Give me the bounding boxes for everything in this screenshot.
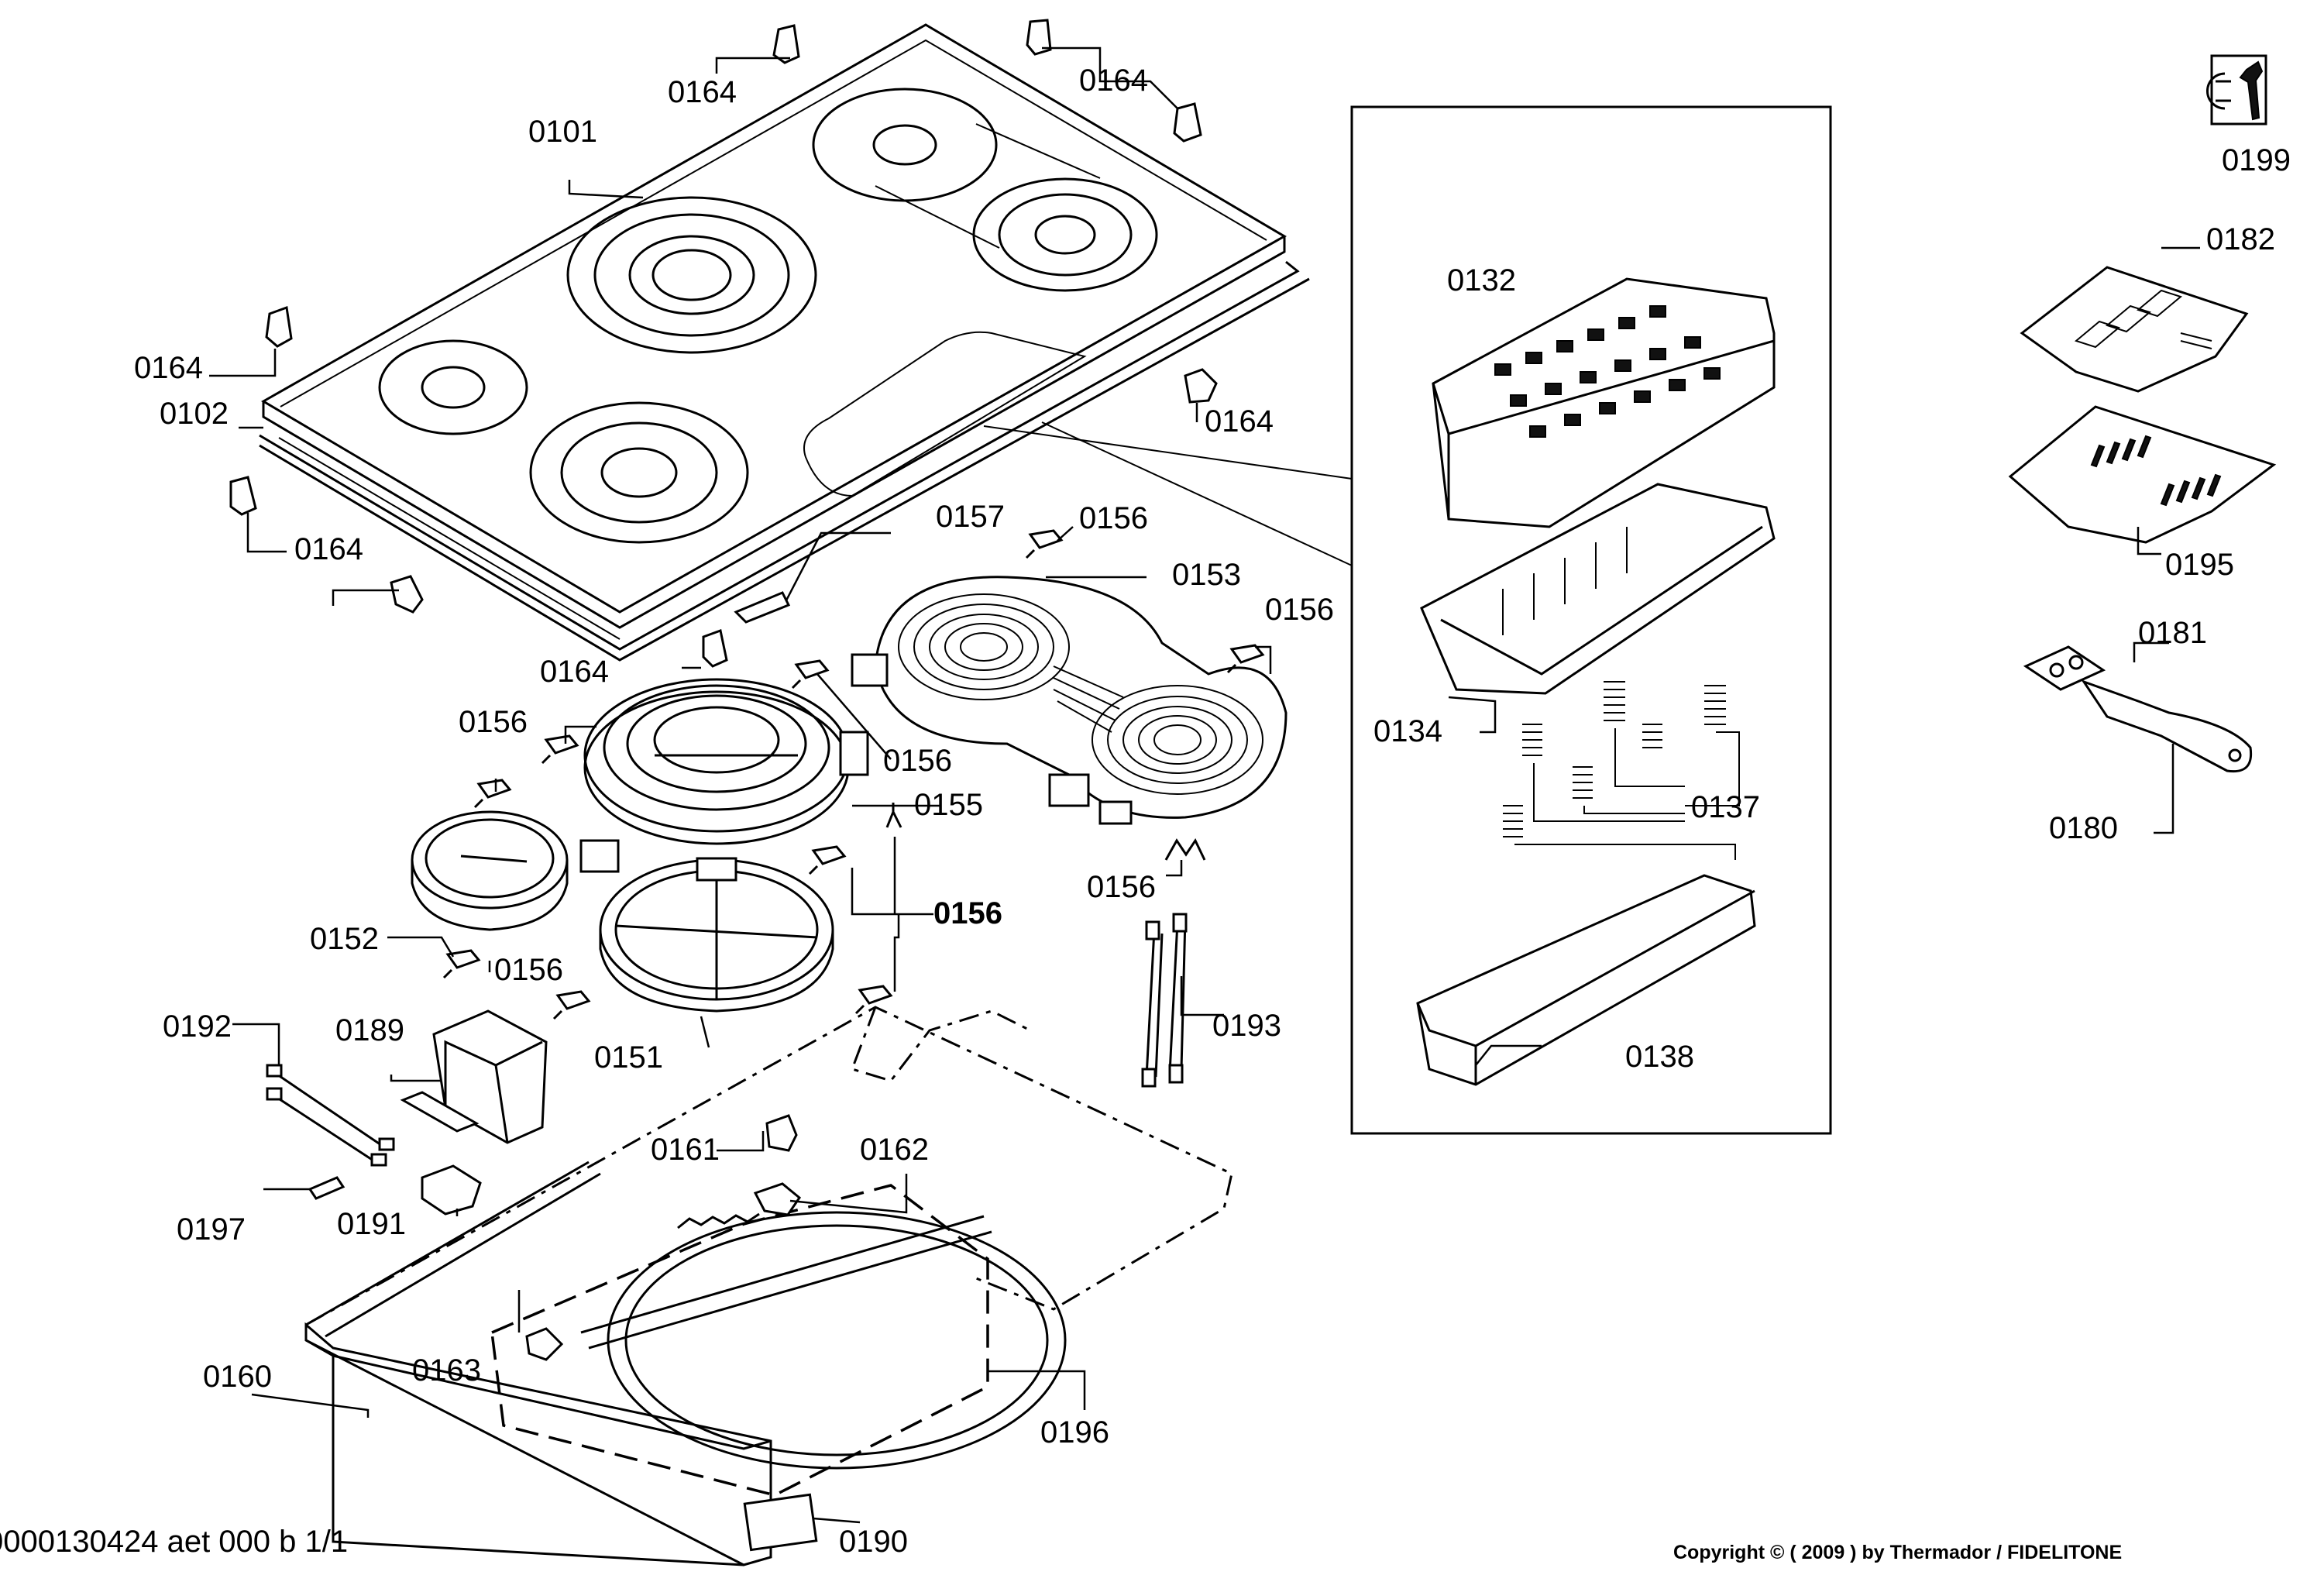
document-id: 0000130424 aet 000 b 1/1 [0,1525,348,1559]
leader-lines [209,46,2200,1524]
label-0195: 0195 [2165,548,2234,582]
label-0164-top-left: 0164 [668,75,737,109]
label-0155: 0155 [914,788,983,822]
label-0153: 0153 [1172,558,1241,592]
label-0164-mid-left: 0164 [294,532,363,566]
compression-springs [1503,681,1726,837]
label-0192: 0192 [163,1009,232,1044]
label-0182: 0182 [2206,222,2275,256]
label-0191: 0191 [337,1207,406,1241]
label-0181: 0181 [2138,616,2207,650]
glass-cooktop-panel [261,23,1287,629]
label-0132: 0132 [1447,263,1516,297]
wire-harnesses [266,913,1188,1216]
parts-bag-0182 [2020,266,2249,393]
label-0162: 0162 [860,1133,929,1167]
label-0156-c: 0156 [459,705,528,739]
ring-heating-element [599,857,834,1013]
label-0156-a: 0156 [1079,501,1148,535]
label-0156-d: 0156 [883,744,952,778]
label-0157: 0157 [936,500,1005,534]
label-0163: 0163 [412,1353,481,1388]
label-0164-right: 0164 [1205,404,1274,438]
label-0151: 0151 [594,1040,663,1075]
parts-bag-0195 [2008,405,2277,544]
cooktop-bottom-housing [304,1006,1233,1566]
label-0156-g: 0156 [494,953,563,987]
cooktop-frame [259,260,1310,662]
element-mounting-clips [442,529,1265,1020]
label-0196: 0196 [1040,1415,1109,1449]
label-0156-f: 0156 [1087,870,1156,904]
label-0161: 0161 [651,1133,720,1167]
label-0152: 0152 [310,922,379,956]
label-0156-b: 0156 [1265,593,1334,627]
label-0180: 0180 [2049,811,2118,845]
label-0138: 0138 [1625,1040,1694,1074]
part-number-labels: 0101 0164 0164 0164 0102 0164 0164 0164 … [134,64,2291,1559]
label-0156-e: 0156 [933,896,1002,930]
label-0190: 0190 [839,1525,908,1559]
mounting-clips [229,19,1218,668]
control-module-inset [983,105,1832,1135]
small-heating-element [411,810,620,931]
label-0101: 0101 [528,115,597,149]
label-0193: 0193 [1212,1009,1281,1043]
tool-icon-box [2206,54,2267,126]
housing-small-parts [525,1114,818,1552]
label-0197: 0197 [177,1212,246,1247]
label-0102: 0102 [160,397,229,431]
label-0189: 0189 [335,1013,404,1047]
bridge-heating-element [851,576,1287,825]
label-0164-center: 0164 [540,655,609,689]
label-0199: 0199 [2222,143,2291,177]
label-0160: 0160 [203,1360,272,1394]
label-0164-top-right: 0164 [1079,64,1148,98]
label-0134: 0134 [1373,714,1442,748]
label-0137: 0137 [1691,790,1760,824]
copyright-notice: Copyright © ( 2009 ) by Thermador / FIDE… [1673,1542,2122,1563]
control-board-components [1494,305,1721,438]
scraper-tool [2023,645,2253,773]
label-0164-left: 0164 [134,351,203,385]
large-heating-element [583,678,869,845]
